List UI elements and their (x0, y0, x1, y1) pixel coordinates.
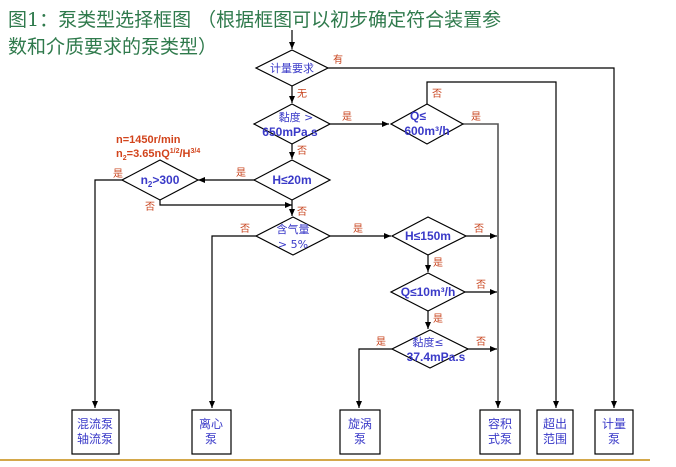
decision-h150-text: H≤150m (405, 229, 451, 243)
label-yes: 是 (376, 336, 386, 348)
outcome-text: 容积 (488, 416, 512, 431)
label-no: 否 (474, 223, 484, 235)
label-yes: 是 (113, 168, 123, 180)
decision-metering: 计量要求 (254, 49, 330, 87)
label-no: 否 (476, 336, 486, 348)
formula-speed: n=1450r/min (116, 134, 181, 146)
outcome-metering-pump: 计量 泵 (594, 409, 634, 455)
label-yes: 是 (471, 111, 481, 123)
label-no: 否 (240, 223, 250, 235)
decision-viscosity-low: 黏度≤ 37.4mPa.s (390, 329, 470, 369)
decision-n2-text: n2>300 (141, 173, 180, 189)
label-has: 有 (333, 53, 343, 66)
decision-h150: H≤150m (390, 216, 468, 256)
outcome-vortex-pump: 旋涡 泵 (339, 409, 381, 455)
outcome-centrifugal-pump: 离心 泵 (191, 409, 232, 455)
title-line-2: 数和介质要求的泵类型） (8, 36, 218, 58)
outcome-text: 离心 (199, 416, 223, 431)
outcome-text: 超出 (543, 416, 567, 431)
label-yes: 是 (236, 167, 246, 179)
connectors (92, 30, 617, 408)
label-no: 否 (297, 206, 307, 218)
decision-q10-text: Q≤10m³/h (401, 285, 456, 299)
outcome-text: 混流泵 (77, 417, 113, 431)
label-no: 否 (145, 201, 155, 213)
outcome-text: 计量 (602, 417, 626, 431)
outcome-out-of-range: 超出 范围 (536, 409, 574, 455)
outcome-text: 式泵 (488, 432, 512, 446)
decision-n2: n2>300 (120, 159, 200, 201)
decision-viscosity-high-l1: 黏度 > (279, 110, 314, 124)
decision-h20-text: H≤20m (272, 173, 311, 187)
label-no: 否 (476, 279, 486, 291)
decision-gas-l2: > 5% (278, 238, 308, 251)
label-yes: 是 (433, 313, 443, 325)
branch-labels: 有 无 是 否 是 否 是 是 否 否 否 是 否 是 否 是 否 是 (113, 53, 486, 348)
label-yes: 是 (342, 111, 352, 123)
decision-q600: Q≤ 600m³/h (389, 103, 465, 145)
label-no: 否 (297, 145, 307, 157)
label-yes: 是 (353, 223, 363, 235)
decision-viscosity-low-l2: 37.4mPa.s (407, 350, 466, 364)
decision-viscosity-low-l1: 黏度≤ (412, 335, 443, 349)
outcome-mixed-axial-pump: 混流泵 轴流泵 (71, 409, 120, 455)
outcome-text: 泵 (205, 432, 217, 446)
outcome-text: 旋涡 (348, 417, 372, 431)
outcome-text: 轴流泵 (77, 431, 113, 446)
label-none: 无 (297, 89, 307, 100)
outcome-text: 泵 (608, 432, 620, 446)
decision-viscosity-high: 黏度 > 650mPa.s (252, 103, 332, 145)
decision-gas-l1: 含气量 (277, 222, 310, 236)
outcome-positive-displacement-pump: 容积 式泵 (479, 409, 521, 455)
title-line-1: 图1：泵类型选择框图 （根据框图可以初步确定符合装置参 (8, 9, 502, 31)
decision-viscosity-high-l2: 650mPa.s (262, 125, 318, 139)
formula-specific-speed: n2=3.65nQ1/2/H3/4 (116, 148, 200, 162)
label-no: 否 (432, 88, 442, 100)
decision-q600-l2: 600m³/h (404, 124, 449, 138)
decision-h20: H≤20m (252, 159, 332, 201)
decision-q600-l1: Q≤ (410, 109, 426, 123)
decision-q10: Q≤10m³/h (389, 272, 467, 312)
decision-gas: 含气量 > 5% (254, 216, 332, 256)
decision-metering-text: 计量要求 (270, 62, 314, 75)
label-yes: 是 (433, 257, 443, 269)
outcome-text: 泵 (354, 432, 366, 446)
outcome-text: 范围 (543, 432, 567, 446)
